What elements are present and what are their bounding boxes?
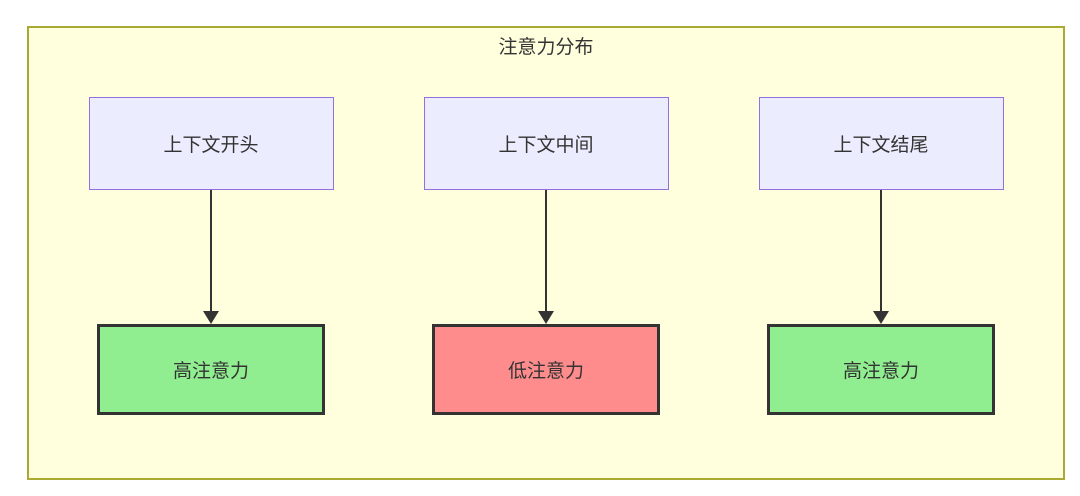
arrow-line (210, 190, 212, 312)
arrow-head-icon (873, 311, 889, 324)
flow-columns-row: 上下文开头 高注意力 上下文中间 低注意力 (29, 97, 1063, 415)
diagram-title: 注意力分布 (498, 37, 594, 58)
flow-column-context-end: 上下文结尾 高注意力 (758, 97, 1004, 415)
flow-column-context-start: 上下文开头 高注意力 (88, 97, 334, 415)
arrow-line (880, 190, 882, 312)
target-node-high-attention: 高注意力 (97, 324, 325, 415)
target-node-high-attention: 高注意力 (767, 324, 995, 415)
arrow-head-icon (203, 311, 219, 324)
diagram-subgraph-container: 注意力分布 上下文开头 高注意力 上下文中间 (27, 26, 1065, 480)
source-node-context-middle: 上下文中间 (423, 97, 669, 190)
source-node-context-start: 上下文开头 (88, 97, 334, 190)
arrow-head-icon (538, 311, 554, 324)
target-node-label: 高注意力 (842, 361, 919, 382)
arrow-down (203, 190, 219, 324)
target-node-label: 低注意力 (507, 361, 584, 382)
source-node-label: 上下文开头 (163, 135, 259, 156)
arrow-down (538, 190, 554, 324)
target-node-label: 高注意力 (172, 361, 249, 382)
arrow-down (873, 190, 889, 324)
source-node-label: 上下文结尾 (833, 135, 929, 156)
arrow-line (545, 190, 547, 312)
source-node-context-end: 上下文结尾 (758, 97, 1004, 190)
flow-column-context-middle: 上下文中间 低注意力 (423, 97, 669, 415)
source-node-label: 上下文中间 (498, 135, 594, 156)
target-node-low-attention: 低注意力 (432, 324, 660, 415)
